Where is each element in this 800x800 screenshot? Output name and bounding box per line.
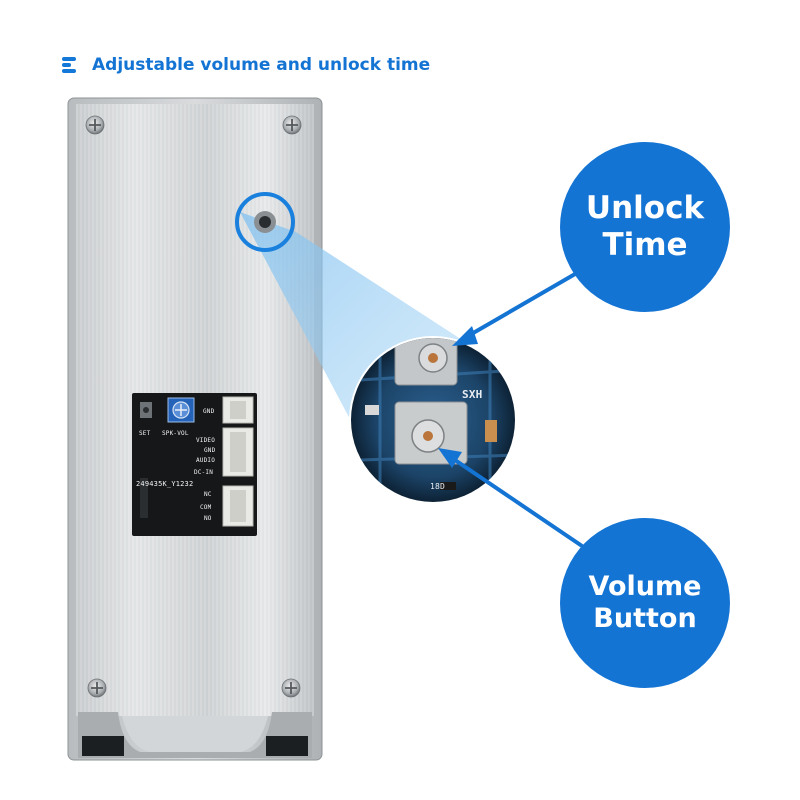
screw-icon bbox=[85, 115, 105, 135]
callout-line: Button bbox=[593, 603, 697, 634]
volume-button-callout: Volume Button bbox=[560, 518, 730, 688]
board-label-video: VIDEO bbox=[196, 437, 216, 444]
board-label-nc: NC bbox=[204, 491, 212, 498]
screw-icon bbox=[87, 678, 107, 698]
board-label-set: SET bbox=[139, 430, 151, 437]
board-label-serial: 249435K_Y1232 bbox=[136, 480, 194, 488]
zoom-silk-text: SXH bbox=[462, 388, 483, 401]
board-label-gnd-top: GND bbox=[203, 408, 215, 415]
callout-line: Unlock bbox=[585, 190, 705, 227]
adjustment-hole bbox=[235, 192, 295, 252]
board-label-audio: AUDIO bbox=[196, 457, 216, 464]
screw-icon bbox=[282, 115, 302, 135]
zoom-circle bbox=[349, 336, 517, 504]
header: Adjustable volume and unlock time bbox=[62, 50, 430, 80]
unlock-time-callout: Unlock Time bbox=[560, 142, 730, 312]
arrow-icon bbox=[452, 268, 584, 346]
callout-line: Volume bbox=[588, 571, 702, 603]
screw-icon bbox=[281, 678, 301, 698]
list-lines-icon bbox=[62, 54, 84, 76]
callout-line: Time bbox=[602, 227, 688, 263]
control-board bbox=[132, 393, 257, 536]
zoom-part-text: 18D bbox=[430, 482, 446, 491]
arrow-icon bbox=[438, 448, 587, 550]
board-label-dc-in: DC-IN bbox=[194, 469, 214, 476]
board-label-gnd: GND bbox=[204, 447, 216, 454]
page-title: Adjustable volume and unlock time bbox=[92, 55, 431, 75]
board-label-com: COM bbox=[200, 504, 212, 511]
board-label-spk-vol: SPK-VOL bbox=[162, 430, 189, 437]
board-label-no: NO bbox=[204, 515, 212, 522]
